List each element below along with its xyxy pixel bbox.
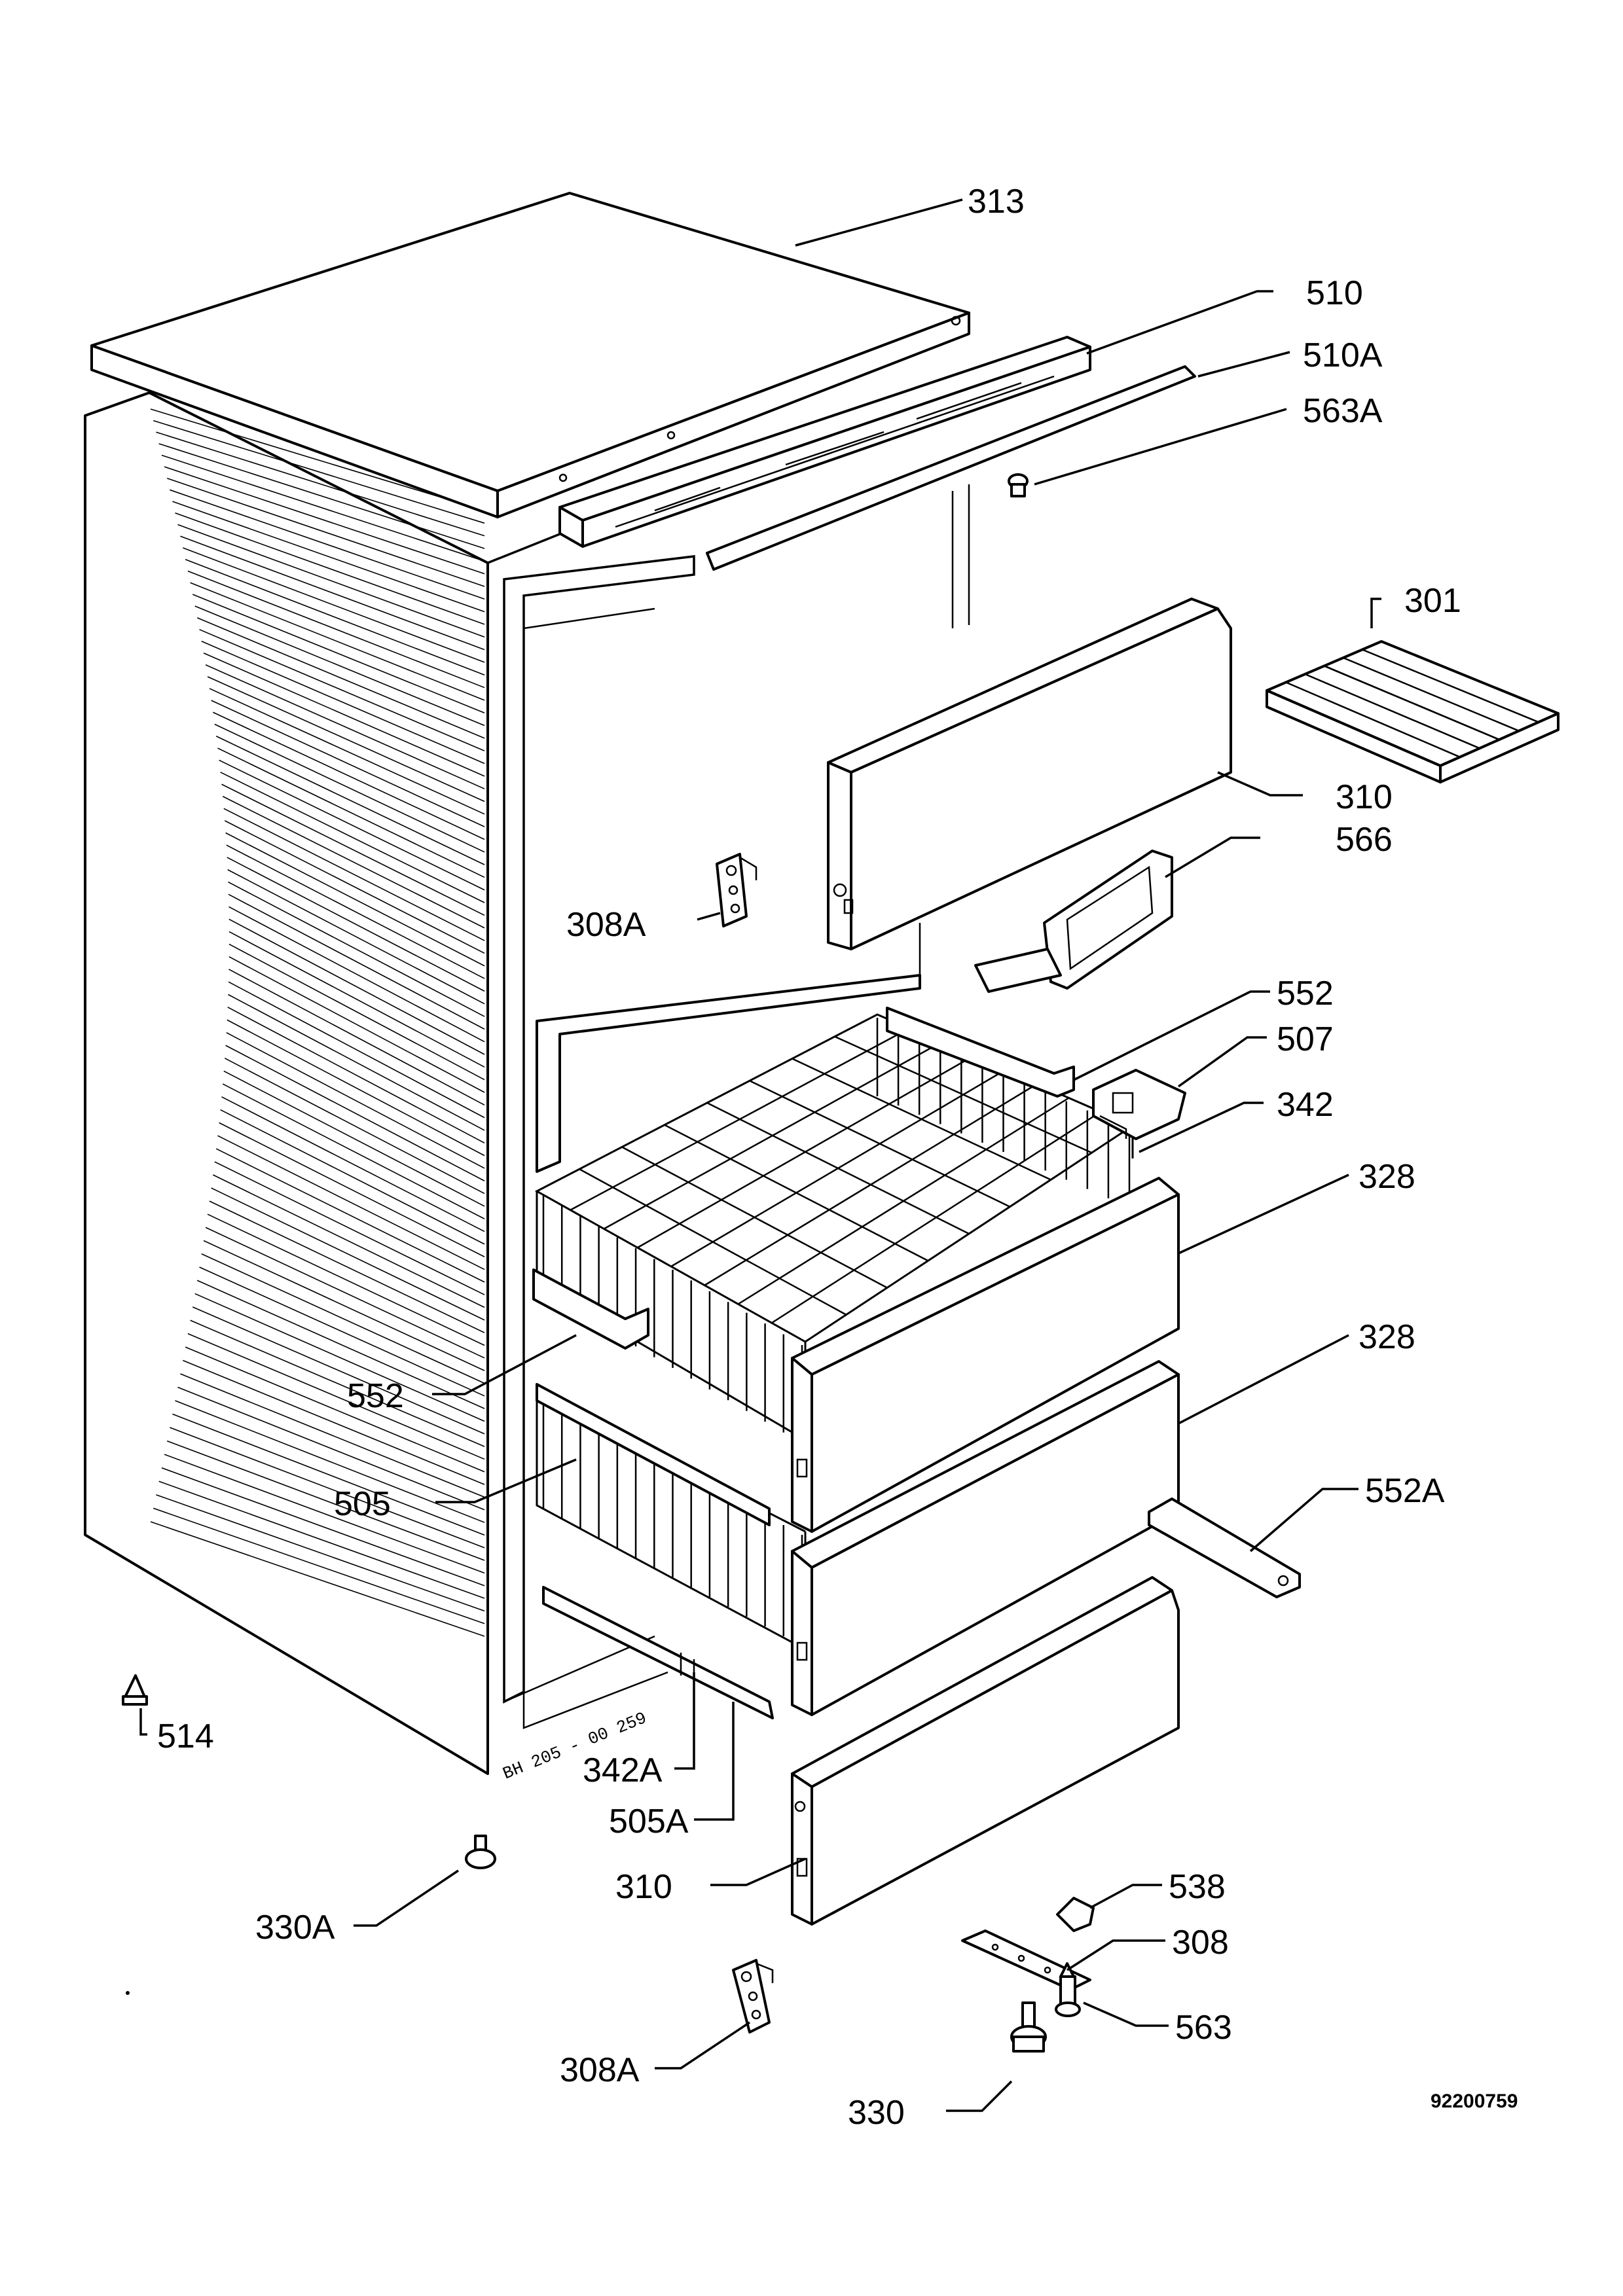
clip-514 <box>122 1674 148 1706</box>
drawer-front-328-upper <box>791 1177 1180 1533</box>
label-342: 342 <box>1277 1086 1334 1124</box>
label-313: 313 <box>968 183 1025 221</box>
label-514: 514 <box>157 1717 214 1755</box>
upper-flap-310 <box>827 598 1232 950</box>
label-310-top: 310 <box>1336 778 1393 816</box>
guide-rail-552-top <box>886 1007 1075 1098</box>
screw-330a <box>465 1835 496 1869</box>
label-510: 510 <box>1306 274 1363 312</box>
cabinet-side-hatching <box>150 408 485 1637</box>
ice-tray-301 <box>1266 640 1559 783</box>
clip-507 <box>1092 1069 1186 1140</box>
reference-number: 92200759 <box>1431 2090 1518 2112</box>
label-301: 301 <box>1404 582 1461 620</box>
rail-505 <box>536 1383 771 1526</box>
label-310-bottom: 310 <box>615 1868 672 1906</box>
top-cover-313 <box>90 192 970 518</box>
rail-505a <box>542 1586 774 1719</box>
label-507: 507 <box>1277 1020 1334 1058</box>
label-308: 308 <box>1172 1924 1229 1962</box>
label-563: 563 <box>1175 2009 1232 2047</box>
label-308a-bottom: 308A <box>560 2051 640 2089</box>
strip-510a <box>706 365 1196 571</box>
lower-flap-310 <box>791 1576 1180 1926</box>
hinge-308a-top <box>716 853 757 927</box>
label-308a-top: 308A <box>566 906 646 944</box>
cap-538 <box>1056 1897 1095 1932</box>
label-330a: 330A <box>255 1909 335 1946</box>
hinge-308a-bottom <box>732 1959 774 2034</box>
label-328-top: 328 <box>1359 1158 1415 1196</box>
front-rail-510 <box>558 336 1091 548</box>
label-563a: 563A <box>1303 392 1383 430</box>
label-342a: 342A <box>583 1751 663 1789</box>
stray-dot <box>126 1991 130 1995</box>
label-552a: 552A <box>1365 1472 1445 1510</box>
strip-552a <box>1148 1498 1301 1598</box>
label-552-left: 552 <box>347 1377 404 1415</box>
screw-330 <box>1010 2001 1047 2053</box>
guide-rail-552-left <box>532 1268 649 1350</box>
screw-563a <box>1008 473 1029 497</box>
label-566: 566 <box>1336 821 1393 859</box>
upper-freezer-shelf-panel <box>536 974 921 1173</box>
leader-lines <box>139 198 1381 2112</box>
label-552-top: 552 <box>1277 975 1334 1013</box>
scraper-566 <box>974 850 1173 993</box>
part-labels: 313 510 510A 563A 301 310 566 308A 552 5… <box>157 183 1518 2132</box>
label-505a: 505A <box>609 1803 689 1840</box>
plate-308 <box>961 1929 1091 1991</box>
guide-342 <box>1099 1115 1127 1139</box>
label-328-bottom: 328 <box>1359 1318 1415 1356</box>
label-510a: 510A <box>1303 336 1383 374</box>
label-505: 505 <box>334 1485 391 1523</box>
drawer-front-328-lower <box>791 1360 1180 1716</box>
label-538: 538 <box>1169 1868 1226 1906</box>
label-330: 330 <box>848 2094 905 2132</box>
